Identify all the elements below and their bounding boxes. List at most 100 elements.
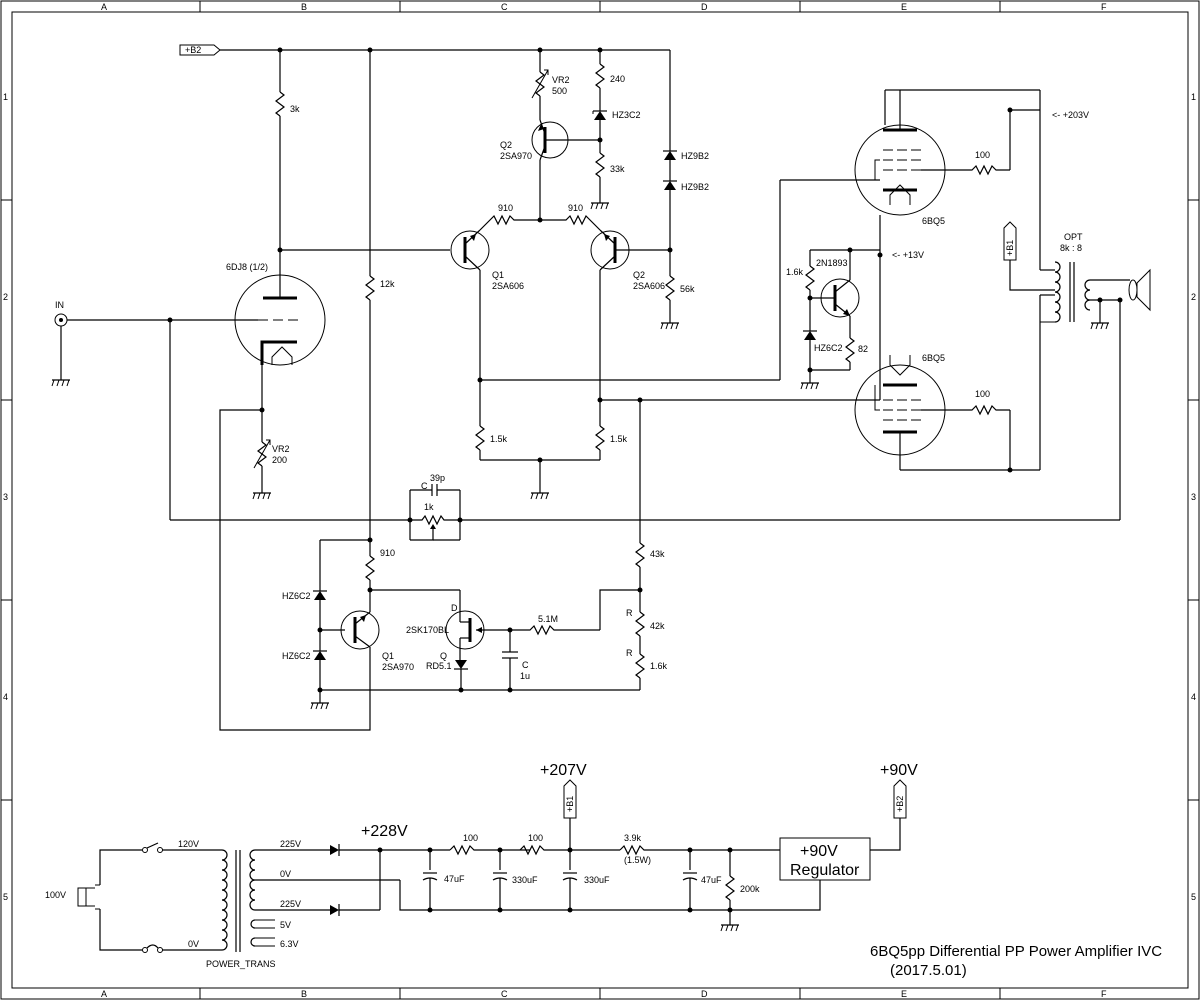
input-jack: IN (51, 300, 258, 387)
label-input: IN (55, 300, 64, 310)
col-label-b: B (301, 2, 307, 12)
col-label-a-bottom: A (101, 989, 107, 999)
label-q1-lower: Q1 (382, 651, 394, 661)
label-1-6k: 1.6k (650, 661, 668, 671)
label-fet-d: D (451, 603, 458, 613)
label-ps-47uf-b: 47uF (701, 875, 722, 885)
label-hz3c2: HZ3C2 (612, 110, 641, 120)
zener-hz3c2: HZ3C2 (592, 110, 641, 153)
label-1-5k-a: 1.5k (490, 434, 508, 444)
label-q2-diff: Q2 (633, 270, 645, 280)
cathode-vr2-200: VR2 200 (252, 407, 290, 500)
label-opt-ratio: 8k : 8 (1060, 243, 1082, 253)
b1-tag-ps: +B1 (565, 796, 575, 812)
resistor-1-5k-a: 1.5k (475, 380, 508, 460)
label-3k: 3k (290, 104, 300, 114)
col-label-f: F (1101, 2, 1107, 12)
feedback-network: C 39p 1k (170, 473, 1120, 541)
label-reg-2: Regulator (790, 862, 860, 879)
label-vr2-500-value: 500 (552, 86, 567, 96)
vr2-500: VR2 500 (531, 50, 570, 120)
label-trans-120: 120V (178, 839, 199, 849)
label-6bq5-a: 6BQ5 (922, 216, 945, 226)
label-1u: 1u (520, 671, 530, 681)
tube-6dj8: 6DJ8 (1/2) (226, 250, 326, 366)
label-hz6c2-b: HZ6C2 (282, 651, 311, 661)
transistor-q1-2sa970: Q1 2SA970 (340, 610, 414, 672)
label-ps-100-b: 100 (528, 833, 543, 843)
grid2-resistor-a: 100 (921, 110, 1011, 176)
label-1-6k-bias: 1.6k (786, 267, 804, 277)
label-910-c: 910 (380, 548, 395, 558)
col-label-e: E (901, 2, 907, 12)
zener-hz6c2-pair: HZ6C2 HZ6C2 (282, 540, 327, 703)
label-43k: 43k (650, 549, 665, 559)
label-ps-330uf-b: 330uF (584, 875, 610, 885)
label-910-b: 910 (568, 203, 583, 213)
row-label-2: 2 (3, 292, 8, 302)
label-vr-1k: 1k (424, 502, 434, 512)
bias-2n1893: 1.6k 2N1893 82 HZ6C2 (786, 249, 880, 390)
row-label-1-right: 1 (1191, 92, 1196, 102)
regulator-box (779, 837, 871, 881)
grid2-resistor-b: 100 (921, 389, 1011, 470)
col-label-c-bottom: C (501, 989, 508, 999)
label-6dj8: 6DJ8 (1/2) (226, 262, 268, 272)
b2-tag-label: +B2 (185, 45, 201, 55)
label-fet-q: Q (440, 651, 447, 661)
transistor-q1-2sa606: Q1 2SA606 (450, 229, 524, 380)
col-label-b-bottom: B (301, 989, 307, 999)
row-label-3: 3 (3, 492, 8, 502)
label-trans-5v: 5V (280, 920, 291, 930)
label-trans-name: POWER_TRANS (206, 959, 276, 969)
label-q1-diff-type: 2SA606 (492, 281, 524, 291)
label-228v: +228V (361, 823, 408, 840)
label-hz6c2-c: HZ6C2 (814, 343, 843, 353)
label-rd51: RD5.1 (426, 661, 452, 671)
label-ps-47uf-a: 47uF (444, 874, 465, 884)
label-vr2-500: VR2 (552, 75, 570, 85)
tube-6bq5-upper: 6BQ5 (854, 89, 946, 226)
row-label-4-right: 4 (1191, 692, 1196, 702)
resistor-12k: 12k (365, 50, 395, 540)
label-reg-1: +90V (800, 843, 838, 860)
label-ps-330uf-a: 330uF (512, 875, 538, 885)
label-39p: 39p (430, 473, 445, 483)
col-label-f-bottom: F (1101, 989, 1107, 999)
label-12k: 12k (380, 279, 395, 289)
label-6bq5-b: 6BQ5 (922, 353, 945, 363)
label-ps-200k: 200k (740, 884, 760, 894)
col-label-d: D (701, 2, 708, 12)
label-trans-225b: 225V (280, 899, 301, 909)
label-trans-0: 0V (188, 939, 199, 949)
label-39p-name: C (421, 481, 428, 491)
label-1u-name: C (522, 660, 529, 670)
label-q1-diff: Q1 (492, 270, 504, 280)
label-fet-type: 2SK170BL (406, 625, 449, 635)
transistor-q2-2sa606: Q2 2SA606 (590, 229, 670, 400)
b2-tag-ps: +B2 (895, 796, 905, 812)
label-hz9b2-a: HZ9B2 (681, 151, 709, 161)
label-opt: OPT (1064, 232, 1083, 242)
power-supply: 100V 120V 0V 225V 0V 225V 5V 6.3V (45, 762, 918, 969)
label-trans-0v: 0V (280, 869, 291, 879)
drawing-date: (2017.5.01) (890, 962, 967, 979)
label-2n1893: 2N1893 (816, 258, 848, 268)
tube-6bq5-lower: 6BQ5 (854, 353, 946, 470)
label-203v: <- +203V (1052, 110, 1089, 120)
label-240: 240 (610, 74, 625, 84)
col-label-c: C (501, 2, 508, 12)
label-ps-3-9k: 3.9k (624, 833, 642, 843)
label-100-g2a: 100 (975, 150, 990, 160)
capacitor-1u: C 1u (502, 630, 530, 690)
col-label-e-bottom: E (901, 989, 907, 999)
label-hz9b2-b: HZ9B2 (681, 182, 709, 192)
label-910-a: 910 (498, 203, 513, 213)
resistor-3k: 3k (275, 50, 300, 250)
label-5-1m: 5.1M (538, 614, 558, 624)
label-ps-100-a: 100 (463, 833, 478, 843)
resistor-56k: 56k (660, 275, 695, 330)
label-trans-225a: 225V (280, 839, 301, 849)
